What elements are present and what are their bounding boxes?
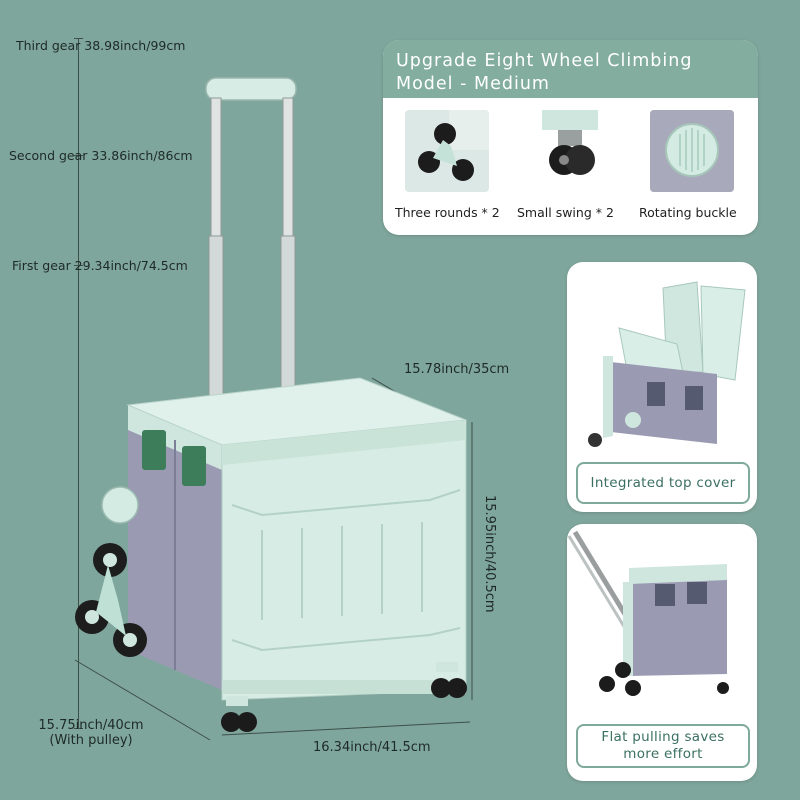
feature-card-title: Upgrade Eight Wheel Climbing Model - Med… — [396, 50, 736, 96]
open-lid-illustration — [588, 281, 746, 447]
gear-tick — [74, 265, 83, 266]
feature-card-title-line2: Model - Medium — [396, 74, 550, 94]
front-width-dimension-line — [221, 721, 471, 736]
feature-card-title-line1: Upgrade Eight Wheel Climbing — [396, 51, 693, 71]
feature-card: Upgrade Eight Wheel Climbing Model - Med… — [383, 40, 758, 235]
depth-value: 15.75inch/40cm — [38, 718, 144, 733]
first-gear-label: First gear 29.34inch/74.5cm — [12, 258, 188, 273]
height-label: 15.95inch/40.5cm — [482, 495, 497, 613]
cart-body — [126, 377, 467, 701]
feature-label-1: Three rounds * 2 — [395, 205, 500, 220]
depth-dimension-line — [74, 659, 211, 741]
swivel-casters — [221, 662, 467, 732]
flat-pulling-label: Flat pulling saves more effort — [576, 724, 750, 768]
integrated-top-cover-label: Integrated top cover — [576, 462, 750, 504]
tri-wheel-set — [75, 543, 147, 657]
flat-pulling-label-line2: more effort — [623, 746, 703, 762]
third-gear-label: Third gear 38.98inch/99cm — [16, 38, 186, 53]
swivel-caster-icon — [528, 110, 612, 192]
gear-tick — [74, 38, 83, 39]
gear-tick — [74, 155, 83, 156]
depth-note: (With pulley) — [49, 733, 133, 748]
front-width-label: 16.34inch/41.5cm — [313, 740, 431, 755]
feature-card-header: Upgrade Eight Wheel Climbing Model - Med… — [383, 40, 758, 101]
tri-wheel-icon — [405, 110, 489, 192]
gear-tick — [74, 728, 83, 729]
second-gear-label: Second gear 33.86inch/86cm — [9, 148, 193, 163]
feature-label-2: Small swing * 2 — [517, 205, 614, 220]
feature-label-3: Rotating buckle — [639, 205, 737, 220]
telescopic-handle — [205, 77, 297, 397]
rotating-buckle-icon — [650, 110, 734, 192]
gear-height-line — [78, 38, 79, 728]
flat-pulling-illustration — [567, 530, 729, 696]
rotating-buckle — [101, 486, 139, 524]
depth-label: 15.75inch/40cm (With pulley) — [30, 718, 152, 748]
flat-pulling-label-line1: Flat pulling saves — [601, 729, 725, 745]
top-width-label: 15.78inch/35cm — [404, 362, 510, 377]
